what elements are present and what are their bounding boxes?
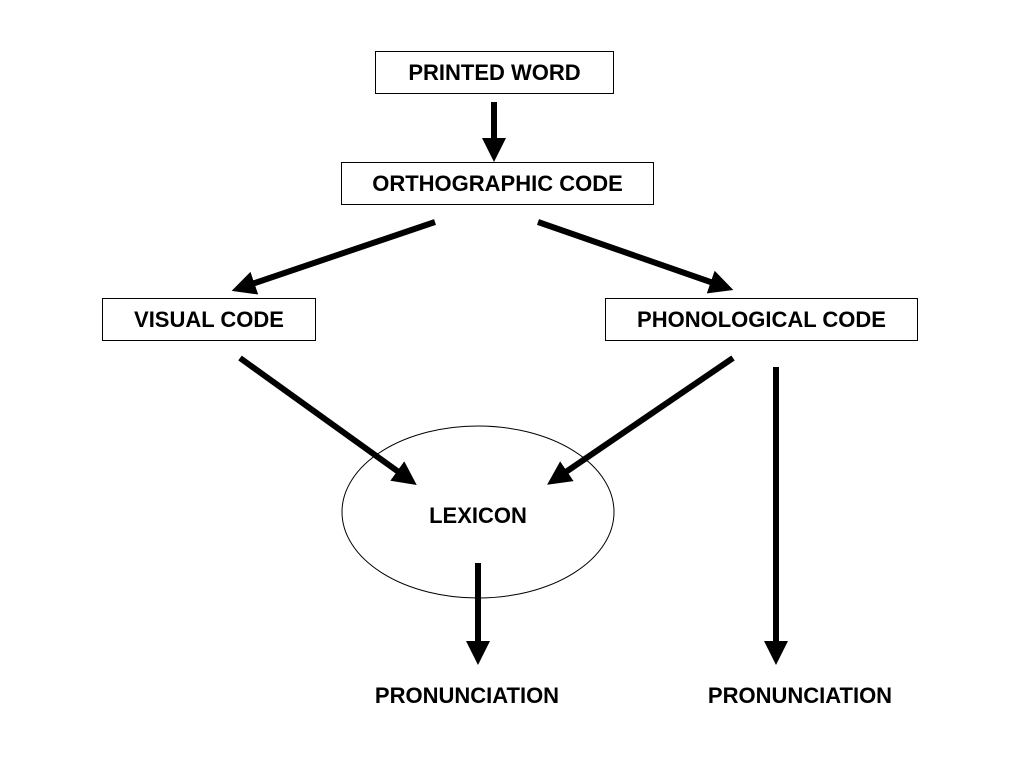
orthographic-code-box: ORTHOGRAPHIC CODE xyxy=(341,162,654,205)
orthographic-code-label: ORTHOGRAPHIC CODE xyxy=(372,170,623,196)
visual-code-label: VISUAL CODE xyxy=(134,306,284,332)
visual-code-box: VISUAL CODE xyxy=(102,298,316,341)
phonological-code-label: PHONOLOGICAL CODE xyxy=(637,306,886,332)
printed-word-box: PRINTED WORD xyxy=(375,51,614,94)
pronunciation-left-label: PRONUNCIATION xyxy=(374,683,560,708)
arrow-visual-to-lexicon xyxy=(238,355,417,486)
printed-word-label: PRINTED WORD xyxy=(408,59,581,85)
phonological-code-box: PHONOLOGICAL CODE xyxy=(605,298,918,341)
arrow-phonological-to-lexicon xyxy=(547,355,735,485)
pronunciation-right-label: PRONUNCIATION xyxy=(707,683,893,708)
arrow-orthographic-to-phonological xyxy=(537,219,734,294)
arrow-orthographic-to-visual xyxy=(231,219,436,295)
lexicon-label: LEXICON xyxy=(429,503,527,528)
